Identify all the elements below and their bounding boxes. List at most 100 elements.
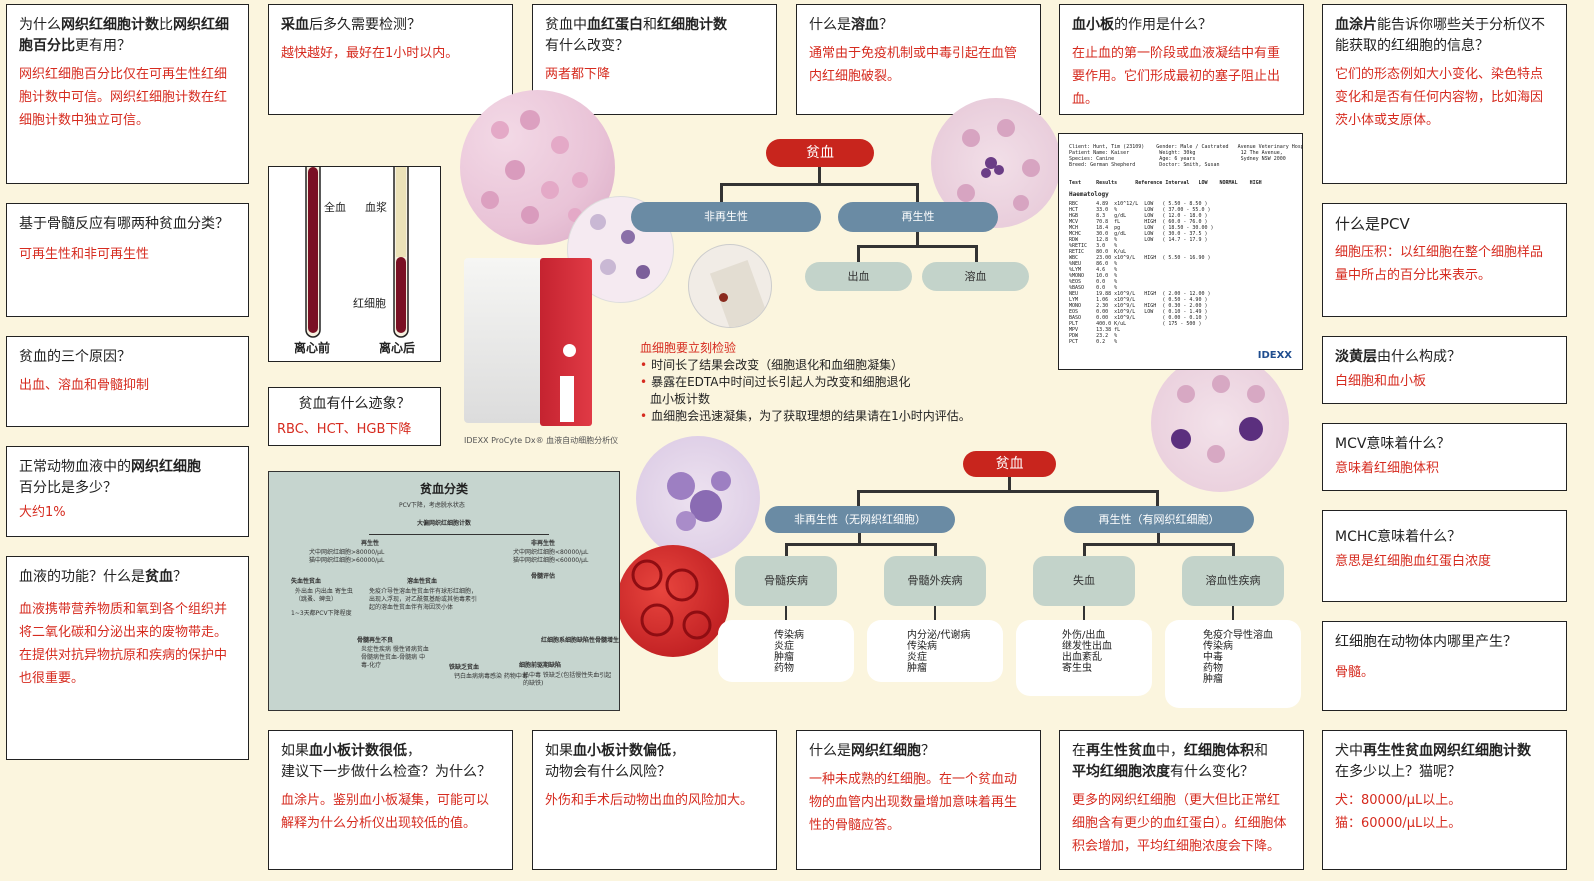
label-after: 离心后 <box>379 341 416 355</box>
card-what-is-retic: 什么是网织红细胞？ 一种未成熟的红细胞。在一个贫血动物的血管内出现数量增加意味着… <box>796 730 1041 870</box>
report-columns: Test Results Reference Interval LOW NORM… <box>1069 180 1262 186</box>
answer: 网织红细胞百分比仅在可再生性红细胞计数中可信。网织红细胞计数在红细胞计数中独立可… <box>19 67 228 128</box>
card-anemia-signs: 贫血有什么迹象？ RBC、HCT、HGB下降 <box>268 387 441 446</box>
question: 贫血的三个原因？ <box>19 349 131 365</box>
tree2-node-bloodloss: 失血 <box>1033 556 1135 606</box>
report-logo: IDEXX <box>1257 350 1292 361</box>
tree2-connector <box>1232 606 1234 622</box>
blood-check-item: 血细胞会迅速凝集，为了获取理想的结果请在1小时内评估。 <box>640 408 1000 425</box>
card-normal-retic: 正常动物血液中的网织红细胞百分比是多少？ 大约1% <box>6 446 249 537</box>
question: 在再生性贫血中，红细胞体积和平均红细胞浓度有什么变化？ <box>1072 743 1268 780</box>
flowchart-text: 犬中网织红细胞<80000/μL <box>513 549 589 556</box>
report-rows: RBC 4.89 x10^12/L LOW ( 5.50 - 8.50 ) HC… <box>1069 201 1214 345</box>
tree2-connector <box>1008 477 1011 491</box>
question: 基于骨髓反应有哪两种贫血分类？ <box>19 216 229 232</box>
card-platelet-role: 血小板的作用是什么？ 在止血的第一阶段或血液凝结中有重要作用。它们形成最初的塞子… <box>1059 4 1304 115</box>
question: 正常动物血液中的网织红细胞百分比是多少？ <box>19 459 201 496</box>
tree2-connector <box>1083 606 1085 622</box>
answer: 通常由于免疫机制或中毒引起在血管内红细胞破裂。 <box>809 46 1018 84</box>
answer: 细胞压积：以红细胞在整个细胞样品量中所占的百分比来表示。 <box>1335 245 1544 283</box>
card-mcv: MCV意味着什么？ 意味着红细胞体积 <box>1322 423 1567 491</box>
answer: 两者都下降 <box>545 67 611 82</box>
tree2-connector <box>1232 543 1235 557</box>
analyzer-caption: IDEXX ProCyte Dx® 血液自动细胞分析仪 <box>464 436 619 445</box>
question: 血液的功能？什么是贫血？ <box>19 569 187 585</box>
flowchart-text: 铅中毒 铁缺乏(包括慢性失血引起的缺铁) <box>523 672 612 687</box>
flowchart-text: 非再生性 <box>531 540 556 547</box>
card-anemia-classes: 基于骨髓反应有哪两种贫血分类？ 可再生性和非可再生性 <box>6 203 249 317</box>
flowchart-text: 猫中网织红细胞<60000/μL <box>513 557 589 564</box>
question: 如果血小板计数偏低，动物会有什么风险？ <box>545 743 685 780</box>
answer: 犬：80000/μL以上。猫：60000/μL以上。 <box>1335 793 1462 831</box>
question: 什么是PCV <box>1335 215 1410 233</box>
question: 犬中再生性贫血网织红细胞计数在多少以上？猫呢？ <box>1335 743 1531 780</box>
tree2-connector <box>934 606 936 622</box>
card-hemolysis: 什么是溶血？ 通常由于免疫机制或中毒引起在血管内红细胞破裂。 <box>796 4 1041 115</box>
flowchart-text: 红细胞系细胞缺陷性骨髓增生 <box>541 637 620 644</box>
microscope-image-4 <box>1151 354 1289 492</box>
answer: 更多的网织红细胞（更大但比正常红细胞含有更少的血红蛋白）。红细胞体积会增加，平均… <box>1072 793 1287 854</box>
question: 淡黄层由什么构成？ <box>1335 349 1461 365</box>
blood-check-item: 暴露在EDTA中时间过长引起人为改变和细胞退化 <box>640 374 1000 391</box>
microscope-image-5 <box>636 436 760 560</box>
question: 什么是溶血？ <box>809 17 893 33</box>
flowchart-text: 1~3天都PCV下降程度 <box>291 610 352 617</box>
flowchart-text: 免疫介导性溶血性贫血伴有球形红细胞，出现入浮现，对乙酰氨基酚或其他毒素引起的溶血… <box>369 588 478 611</box>
flowchart-text: 铁缺乏贫血 <box>449 664 480 671</box>
tree1-connector <box>857 245 860 262</box>
flowchart-text: 再生性 <box>361 540 380 547</box>
report-section: Haematology <box>1069 191 1109 198</box>
tree2-root: 贫血 <box>963 451 1056 477</box>
question: 贫血有什么迹象？ <box>298 396 411 412</box>
lab-report: Client: Hunt, Tim (23109) Gender: Male /… <box>1058 133 1303 370</box>
answer: 出血、溶血和骨髓抑制 <box>19 378 150 393</box>
answer: 大约1% <box>19 505 66 520</box>
tree2-node-hemolytic: 溶血性疾病 <box>1182 556 1284 606</box>
question: 采血后多久需要检测？ <box>281 17 421 33</box>
label-rbc: 红细胞 <box>353 297 386 310</box>
card-pcv: 什么是PCV 细胞压积：以红细胞在整个细胞样品量中所占的百分比来表示。 <box>1322 203 1567 317</box>
tree1-right: 再生性 <box>838 202 998 232</box>
card-regen-mcv-mchc: 在再生性贫血中，红细胞体积和平均红细胞浓度有什么变化？ 更多的网织红细胞（更大但… <box>1059 730 1304 870</box>
tree2-left: 非再生性（无网织红细胞） <box>765 506 955 533</box>
card-mchc: MCHC意味着什么？ 意思是红细胞血红蛋白浓度 <box>1322 510 1567 602</box>
card-reticulocyte-count: 为什么网织红细胞计数比网织红细胞百分比更有用？ 网织红细胞百分比仅在可再生性红细… <box>6 4 249 184</box>
centrifuge-tubes-illustration <box>305 167 409 338</box>
analyzer-illustration <box>462 258 592 426</box>
answer: 白细胞和血小板 <box>1335 374 1427 389</box>
tree2-leaf-extramarrow: 内分泌/代谢病传染病炎症肿瘤 <box>867 620 1003 682</box>
question: MCV意味着什么？ <box>1335 436 1451 452</box>
card-low-platelet-test: 如果血小板计数很低，建议下一步做什么检查？为什么？ 血涂片。鉴别血小板凝集，可能… <box>268 730 513 870</box>
flowchart-text: 失血性贫血 <box>291 578 322 585</box>
anemia-classification-chart: 贫血分类 PCV下降，考虑脱水状态 大偏网织红细胞计数 再生性 犬中网织红细胞>… <box>268 471 620 711</box>
tree1-connector <box>975 245 978 262</box>
question: 血小板的作用是什么？ <box>1072 17 1212 33</box>
answer: 外伤和手术后动物出血的风险加大。 <box>545 793 754 808</box>
card-low-platelet-risk: 如果血小板计数偏低，动物会有什么风险？ 外伤和手术后动物出血的风险加大。 <box>532 730 777 870</box>
report-header: Client: Hunt, Tim (23109) Gender: Male /… <box>1069 144 1303 168</box>
flowchart-text: 溶血性贫血 <box>407 578 438 585</box>
flowchart-text: 外出血 内出血 寄生虫（跳蚤、蜱虫） <box>295 588 353 603</box>
answer: 一种未成熟的红细胞。在一个贫血动物的血管内出现数量增加意味着再生性的骨髓应答。 <box>809 772 1018 833</box>
flowchart-text: 细胞前驱期缺陷 <box>519 662 562 669</box>
tree2-connector <box>934 543 937 557</box>
flowchart-title: 贫血分类 <box>419 482 468 496</box>
tree2-connector <box>1156 490 1159 507</box>
question: 红细胞在动物体内哪里产生？ <box>1335 634 1517 650</box>
answer: 在止血的第一阶段或血液凝结中有重要作用。它们形成最初的塞子阻止出血。 <box>1072 46 1281 107</box>
tree1-connector <box>720 183 723 203</box>
answer: 血涂片。鉴别血小板凝集，可能可以解释为什么分析仪出现较低的值。 <box>281 793 490 831</box>
card-blood-function: 血液的功能？什么是贫血？ 血液携带营养物质和氧到各个组织并将二氧化碳和分泌出来的… <box>6 556 249 760</box>
flowchart-text: 骨髓评估 <box>531 573 556 580</box>
card-buffy-coat: 淡黄层由什么构成？ 白细胞和血小板 <box>1322 336 1567 404</box>
tree2-connector <box>1083 543 1235 546</box>
question: MCHC意味着什么？ <box>1335 529 1462 545</box>
question: 如果血小板计数很低，建议下一步做什么检查？为什么？ <box>281 743 491 780</box>
flowchart-text: 炎症性疾病 慢性肾病贫血 骨髓病性贫血-骨髓病 中毒-化疗 <box>361 646 429 669</box>
tree2-connector <box>1083 543 1086 557</box>
question: 什么是网织红细胞？ <box>809 743 935 759</box>
tree1-left: 非再生性 <box>631 202 821 232</box>
label-before: 离心前 <box>294 341 331 355</box>
microscope-image-rbc <box>617 545 729 657</box>
blood-check-item: 血小板计数 <box>650 392 711 406</box>
